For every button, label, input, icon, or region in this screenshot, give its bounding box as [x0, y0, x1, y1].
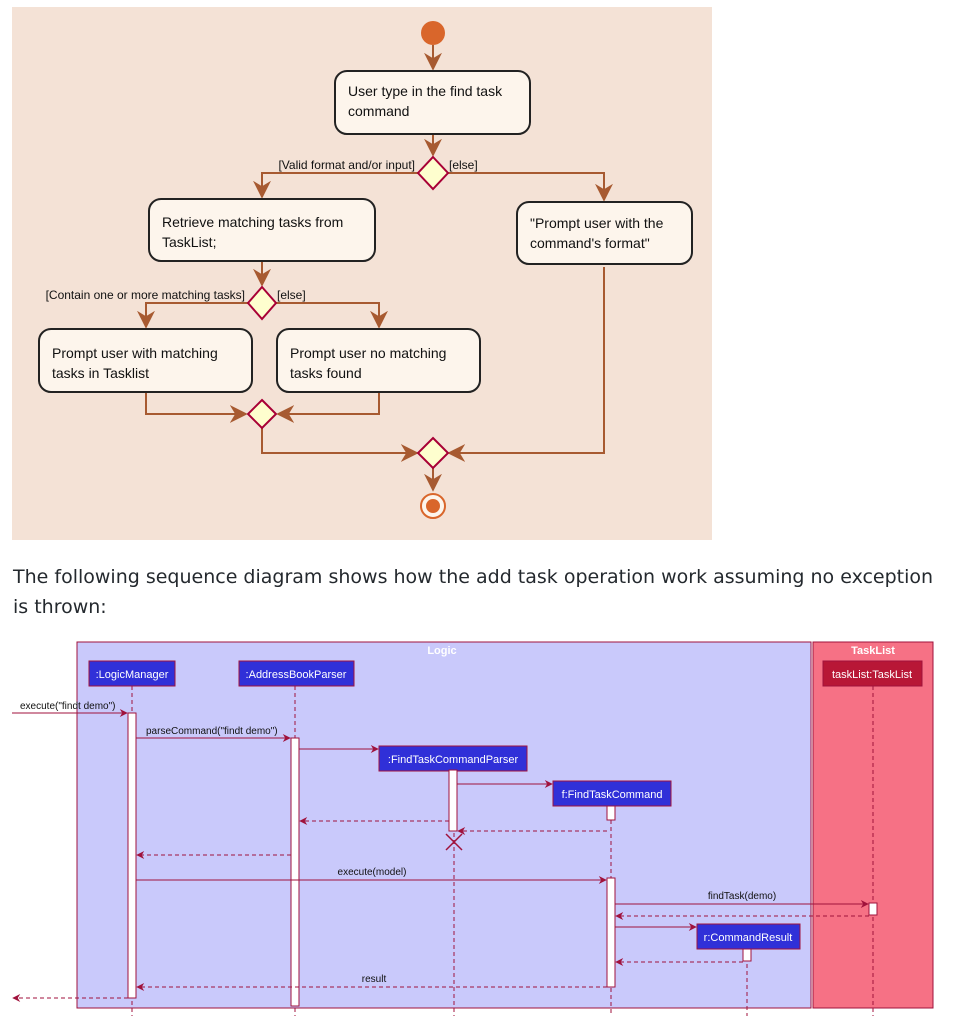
participant-logic-manager-label: :LogicManager	[96, 669, 169, 681]
find-parser-destroy	[445, 833, 463, 851]
decision-matching-diamond	[246, 285, 278, 321]
activity-diagram: User type in the find task command Retri…	[12, 7, 712, 540]
msg-parse-label: parseCommand("findt demo")	[146, 726, 278, 737]
sequence-caption: The following sequence diagram shows how…	[13, 566, 934, 618]
merge-outer-diamond	[416, 436, 450, 470]
messages	[12, 709, 869, 1002]
participant-find-parser-label: :FindTaskCommandParser	[388, 754, 519, 766]
merge-inner-diamond	[246, 398, 278, 430]
end-node	[420, 493, 446, 519]
participant-parser: :AddressBookParser	[238, 660, 355, 687]
node-prompt-format: "Prompt user with the command's format"	[516, 201, 693, 265]
node-retrieve: Retrieve matching tasks from TaskList;	[148, 198, 376, 262]
node-user-types-line1: User type in the find task	[348, 83, 503, 99]
participant-command-result: r:CommandResult	[696, 923, 801, 950]
activity-edges	[137, 45, 613, 492]
msg-find-task-label: findTask(demo)	[708, 891, 776, 902]
node-user-types-line2: command	[348, 103, 409, 119]
participant-logic-manager: :LogicManager	[88, 660, 176, 687]
activation-bars	[127, 712, 878, 1007]
node-prompt-matching: Prompt user with matching tasks in Taskl…	[38, 328, 253, 393]
guard-contain: [Contain one or more matching tasks]	[46, 288, 245, 302]
logic-frame-title: Logic	[427, 645, 456, 657]
guard-else-2: [else]	[277, 288, 306, 302]
msg-result-label: result	[362, 974, 387, 985]
guard-else-1: [else]	[449, 158, 478, 172]
participant-find-command-label: f:FindTaskCommand	[562, 789, 663, 801]
node-prompt-matching-line1: Prompt user with matching	[52, 345, 218, 361]
node-prompt-none-line1: Prompt user no matching	[290, 345, 446, 361]
node-prompt-matching-line2: tasks in Tasklist	[52, 365, 149, 381]
node-user-types: User type in the find task command	[334, 70, 531, 135]
node-prompt-format-line2: command's format"	[530, 235, 650, 251]
participant-tasklist-label: taskList:TaskList	[832, 669, 912, 681]
guard-valid: [Valid format and/or input]	[278, 158, 415, 172]
msg-execute-model-label: execute(model)	[338, 867, 407, 878]
node-prompt-none: Prompt user no matching tasks found	[276, 328, 481, 393]
node-retrieve-line1: Retrieve matching tasks from	[162, 214, 343, 230]
participant-parser-label: :AddressBookParser	[246, 669, 347, 681]
decision-valid-diamond	[416, 155, 450, 191]
logic-frame: Logic	[76, 641, 812, 1009]
node-retrieve-line2: TaskList;	[162, 234, 216, 250]
sequence-diagram: Logic TaskList :LogicManager :AddressBoo…	[12, 641, 934, 1016]
participant-find-command: f:FindTaskCommand	[552, 780, 672, 807]
msg-execute-label: execute("findt demo")	[20, 701, 115, 712]
node-prompt-none-line2: tasks found	[290, 365, 362, 381]
participant-command-result-label: r:CommandResult	[704, 932, 793, 944]
start-node	[421, 21, 445, 45]
node-prompt-format-line1: "Prompt user with the	[530, 215, 664, 231]
participant-tasklist: taskList:TaskList	[822, 660, 923, 687]
participant-find-parser: :FindTaskCommandParser	[378, 745, 528, 772]
tasklist-frame-title: TaskList	[851, 645, 895, 657]
